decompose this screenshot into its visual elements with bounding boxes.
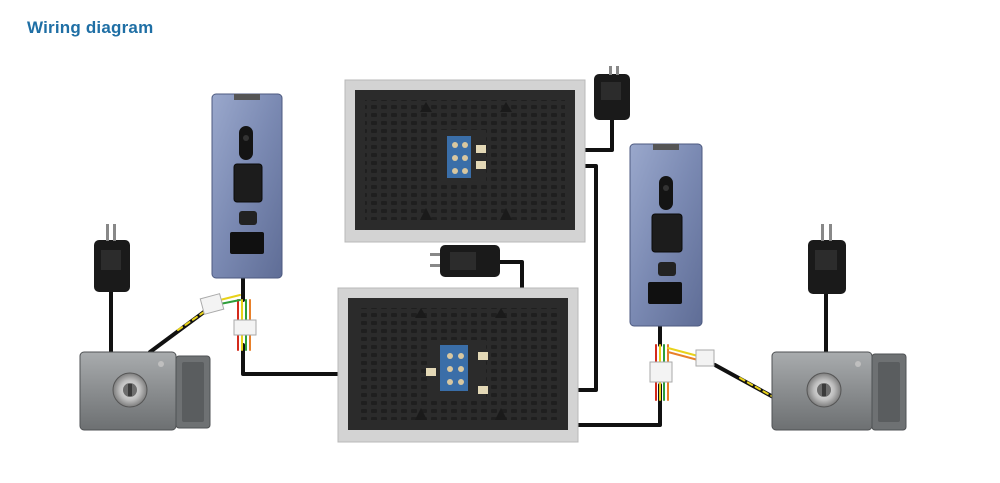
power-plug-icon [430,245,500,277]
connector-right-lock [695,349,715,367]
power-plug-icon [808,224,846,294]
connector-right-doorbell [649,361,673,383]
doorbell-panel-right [629,143,703,327]
monitor-top [344,79,586,243]
electric-lock-right [771,351,907,431]
connector-left-lock [199,293,225,315]
page-title: Wiring diagram [27,18,154,37]
power-plug-icon [94,224,130,292]
power-plug-icon [594,66,630,120]
doorbell-panel-left [211,93,283,279]
connector-left-doorbell [233,319,257,336]
monitor-bottom [337,287,579,443]
electric-lock-left [79,351,211,431]
